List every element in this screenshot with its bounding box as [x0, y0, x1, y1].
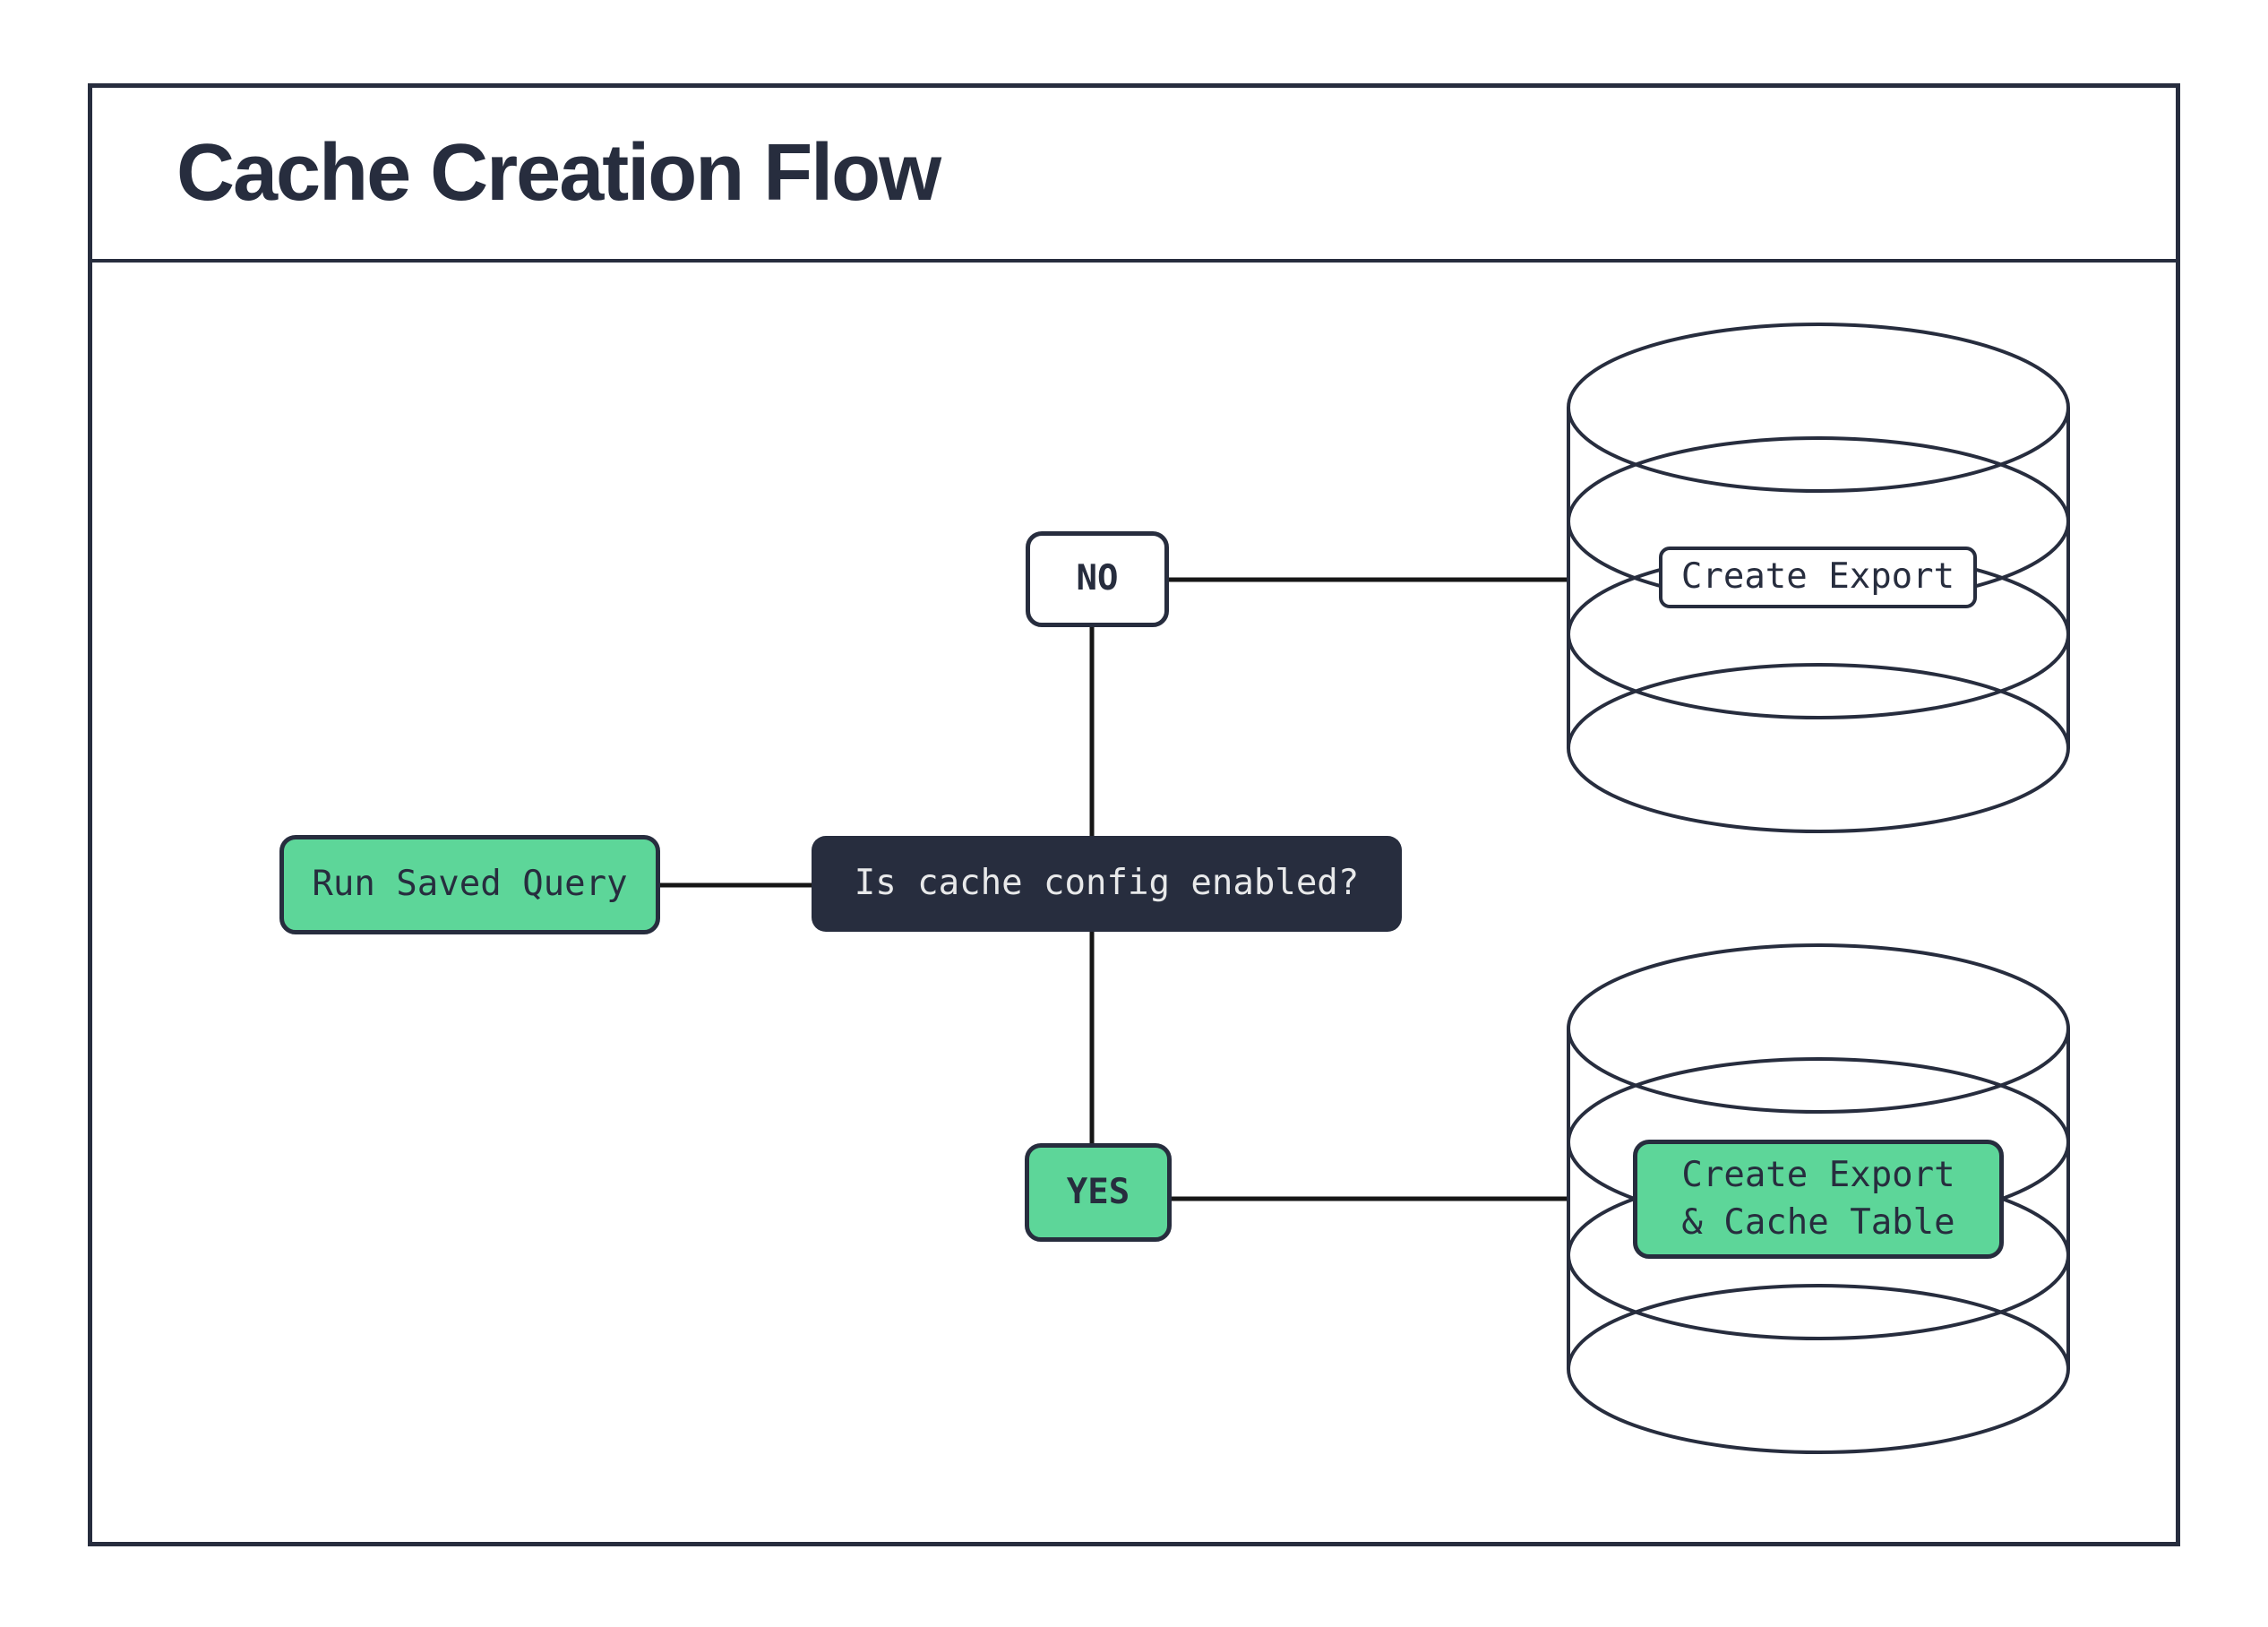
node-label-line: Create Export	[1681, 1154, 1955, 1195]
node-run-saved-query: Run Saved Query	[279, 835, 660, 934]
node-decision-cache-config: Is cache config enabled?	[812, 836, 1402, 932]
database-disk	[1567, 323, 2070, 493]
diagram-frame: Cache Creation Flow	[88, 83, 2180, 1546]
page-title: Cache Creation Flow	[176, 128, 941, 218]
node-branch-no: NO	[1026, 531, 1169, 627]
diagram-header: Cache Creation Flow	[92, 88, 2176, 263]
node-label-line: & Cache Table	[1681, 1201, 1955, 1243]
database-disk	[1567, 1284, 2070, 1454]
node-create-export-cache-table: Create Export & Cache Table	[1633, 1140, 2004, 1259]
node-create-export: Create Export	[1659, 547, 1977, 608]
database-disk	[1567, 943, 2070, 1114]
node-branch-yes: YES	[1025, 1143, 1172, 1242]
database-disk	[1567, 663, 2070, 833]
